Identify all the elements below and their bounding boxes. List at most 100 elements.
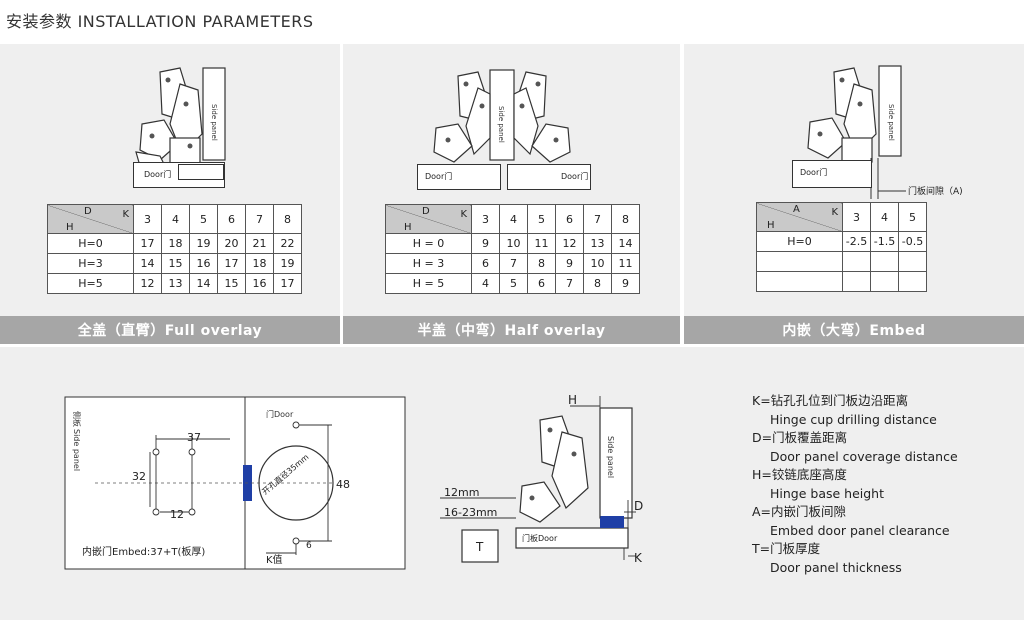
- corner-k: K: [122, 209, 129, 220]
- half-overlay-panel: Side panel Door门 Door门 D K H 3 4 5 6 7 8…: [343, 44, 680, 316]
- cell: 9: [555, 253, 584, 274]
- cell: 13: [583, 233, 612, 254]
- row-label: [756, 251, 843, 272]
- cell: -1.5: [870, 231, 899, 252]
- cell: 20: [217, 233, 246, 254]
- col-header: 8: [273, 204, 302, 234]
- legend-item-d: D=门板覆盖距离 Door panel coverage distance: [752, 429, 958, 466]
- table-row: [756, 271, 927, 292]
- cell: 18: [161, 233, 190, 254]
- legend-cn: T=门板厚度: [752, 541, 821, 556]
- dim-6: 6: [306, 541, 312, 551]
- col-header: 5: [189, 204, 218, 234]
- cell: 19: [189, 233, 218, 254]
- legend-cn: D=门板覆盖距离: [752, 430, 848, 445]
- legend-en: Hinge cup drilling distance: [770, 411, 937, 427]
- cell: 12: [133, 273, 162, 294]
- cell: 5: [499, 273, 528, 294]
- side-panel-shape: [202, 67, 226, 161]
- embed-panel: Side panel Door门 门板间隙（A) A K H 3 4 5 H=0…: [684, 44, 1024, 316]
- right-door-label: Door门: [561, 172, 589, 181]
- table-row: [756, 251, 927, 272]
- hinge-base: [178, 164, 224, 180]
- cell: 7: [555, 273, 584, 294]
- table-row: H=0 -2.5 -1.5 -0.5: [756, 231, 927, 252]
- legend-en: Door panel thickness: [770, 559, 902, 575]
- drilling-layout-diagram: 侧板 Side panel 门Door 37 32 12 48 6 开孔直径35…: [64, 396, 406, 570]
- cell: 15: [217, 273, 246, 294]
- cell: 8: [527, 253, 556, 274]
- cell: -2.5: [842, 231, 871, 252]
- legend-en: Hinge base height: [770, 485, 885, 501]
- cell: 13: [161, 273, 190, 294]
- col-header: 3: [133, 204, 162, 234]
- embed-formula: 内嵌门Embed:37+T(板厚): [82, 545, 205, 558]
- cell: 17: [217, 253, 246, 274]
- door-cn-label: 门Door: [266, 409, 294, 419]
- col-header: 7: [245, 204, 274, 234]
- door-rect: [792, 160, 872, 188]
- side-panel-rect: [599, 407, 633, 519]
- dim-12mm: 12mm: [444, 486, 479, 499]
- col-header: 5: [898, 202, 927, 232]
- door-label: Door门: [800, 168, 828, 177]
- row-label: H = 5: [385, 273, 472, 294]
- corner-k: K: [831, 207, 838, 218]
- row-label: H=0: [756, 231, 843, 252]
- cell: 9: [611, 273, 640, 294]
- col-header: 4: [161, 204, 190, 234]
- legend-item-a: A=内嵌门板间隙 Embed door panel clearance: [752, 503, 958, 540]
- side-panel-label: Side panel: [606, 436, 615, 478]
- cell: 7: [499, 253, 528, 274]
- dim-D: D: [634, 499, 643, 513]
- cell: 21: [245, 233, 274, 254]
- col-header: 6: [555, 204, 584, 234]
- full-overlay-caption: 全盖（直臂）Full overlay: [0, 316, 340, 344]
- table-corner: A K H: [756, 202, 843, 232]
- side-panel-label: Side panel: [210, 104, 218, 141]
- cell: 22: [273, 233, 302, 254]
- table-row: H=0 17 18 19 20 21 22: [47, 233, 302, 254]
- cell: 14: [133, 253, 162, 274]
- col-header: 6: [217, 204, 246, 234]
- cell: 19: [273, 253, 302, 274]
- gap-label: 门板间隙（A): [908, 187, 963, 197]
- left-door-label: Door门: [425, 172, 453, 181]
- full-overlay-table: D K H 3 4 5 6 7 8 H=0 17 18 19 20 21 22 …: [47, 204, 302, 294]
- legend-cn: A=内嵌门板间隙: [752, 504, 847, 519]
- dim-16-23mm: 16-23mm: [444, 506, 497, 519]
- cell: [898, 251, 927, 272]
- row-label: H = 3: [385, 253, 472, 274]
- cell: 9: [471, 233, 500, 254]
- dim-H: H: [568, 393, 577, 407]
- corner-h: H: [404, 222, 412, 233]
- half-overlay-hinge-diagram: Side panel: [433, 69, 571, 163]
- corner-d: D: [84, 206, 92, 217]
- side-panel-label: Side panel: [887, 104, 895, 141]
- legend-item-k: K=钻孔孔位到门板边沿距离 Hinge cup drilling distanc…: [752, 392, 958, 429]
- cell: 4: [471, 273, 500, 294]
- cell: 17: [273, 273, 302, 294]
- col-header: 7: [583, 204, 612, 234]
- dim-K: K: [634, 551, 643, 565]
- col-header: 3: [842, 202, 871, 232]
- row-label: H=0: [47, 233, 134, 254]
- legend-en: Embed door panel clearance: [770, 522, 950, 538]
- row-label: H=3: [47, 253, 134, 274]
- dim-32: 32: [132, 470, 146, 483]
- table-corner: D K H: [385, 204, 472, 234]
- dim-T: T: [475, 540, 484, 554]
- corner-h: H: [767, 220, 775, 231]
- full-overlay-panel: Side panel Door门 D K H 3 4 5 6 7 8 H=0 1…: [0, 44, 340, 316]
- cell: [870, 271, 899, 292]
- legend-cn: K=钻孔孔位到门板边沿距离: [752, 393, 909, 408]
- cell: 11: [611, 253, 640, 274]
- side-panel-label: Side panel: [497, 106, 505, 143]
- cell: 10: [499, 233, 528, 254]
- cell: 6: [527, 273, 556, 294]
- page-title: 安装参数 INSTALLATION PARAMETERS: [6, 12, 314, 31]
- row-label: [756, 271, 843, 292]
- cell: [842, 251, 871, 272]
- cell: 16: [245, 273, 274, 294]
- cell: 17: [133, 233, 162, 254]
